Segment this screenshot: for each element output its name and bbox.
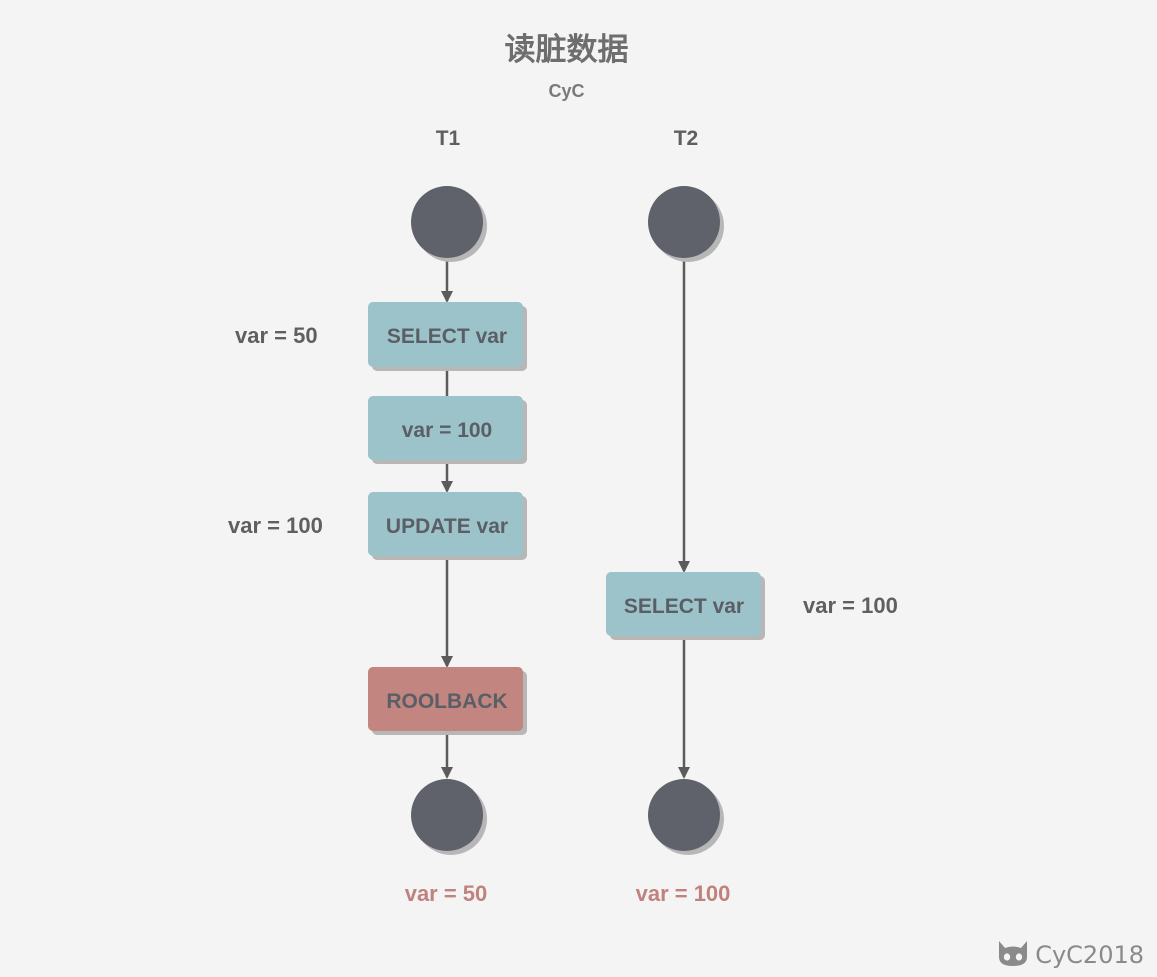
t1-result: var = 50: [404, 881, 488, 906]
watermark: CyC2018: [995, 937, 1144, 972]
lane-label-t1: T1: [435, 127, 461, 150]
t1-step-select-text: SELECT var: [387, 325, 507, 348]
diagram-subtitle: CyC: [548, 81, 585, 101]
t1-end-node: [411, 779, 483, 851]
t1-step-rollback-text: ROOLBACK: [386, 690, 507, 713]
t2-end-node: [648, 779, 720, 851]
t1-step-assign-box: [368, 396, 523, 460]
t2-start-node: [648, 186, 720, 258]
t2-step-select-box: [606, 572, 761, 636]
t1-step-update-box: [368, 492, 523, 556]
lane-label-t2: T2: [673, 127, 699, 150]
t1-update-side-note: var = 100: [228, 513, 323, 538]
t1-step-select-box: [368, 302, 523, 367]
t2-step-select-text: SELECT var: [624, 595, 744, 618]
t2-result: var = 100: [635, 881, 731, 906]
t1-step-rollback-box: [368, 667, 523, 731]
t1-step-assign-text: var = 100: [402, 419, 493, 442]
watermark-text: CyC2018: [1035, 940, 1144, 969]
github-cat-icon: [995, 937, 1031, 972]
t1-select-side-note: var = 50: [235, 323, 318, 348]
diagram-title: 读脏数据: [504, 32, 629, 68]
t2-select-side-note: var = 100: [803, 593, 898, 618]
t1-start-node: [411, 186, 483, 258]
t1-step-update-text: UPDATE var: [386, 515, 508, 538]
